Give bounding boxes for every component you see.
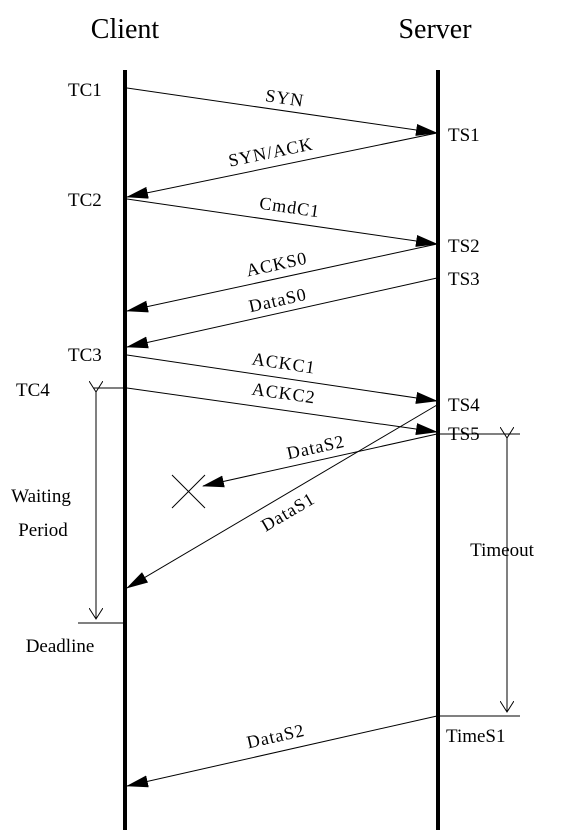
ackc1-label: ACKC1: [251, 348, 317, 377]
datas2-lost-arrow: [202, 433, 438, 488]
tc3-label: TC3: [68, 345, 102, 366]
datas0-label: DataS0: [247, 284, 309, 316]
acks0-arrow: [126, 243, 438, 313]
cmdc1-arrow: [126, 198, 438, 247]
tc2-label: TC2: [68, 190, 102, 211]
times1-label: TimeS1: [446, 726, 506, 747]
tc1-label: TC1: [68, 80, 102, 101]
ts1-label: TS1: [448, 125, 480, 146]
ts3-label: TS3: [448, 269, 480, 290]
ackc1-arrow: [126, 354, 438, 404]
datas0-arrow: [126, 277, 438, 349]
syn-arrow: [126, 87, 438, 136]
server-heading: Server: [398, 14, 472, 45]
synack-arrow: [126, 132, 438, 199]
deadline-label: Deadline: [26, 636, 95, 657]
datas2-lost-label: DataS2: [285, 431, 347, 463]
synack-label: SYN/ACK: [227, 134, 315, 171]
acks0-label: ACKS0: [244, 248, 309, 281]
client-heading: Client: [91, 14, 160, 45]
lost-packet-x-icon: [171, 474, 206, 509]
timeout-label: Timeout: [470, 540, 534, 561]
datas2-retx-arrow: [126, 715, 438, 788]
ts2-label: TS2: [448, 236, 480, 257]
ackc2-arrow: [126, 387, 438, 435]
datas1-label: DataS1: [257, 488, 318, 535]
period-label: Period: [18, 520, 68, 541]
ackc2-label: ACKC2: [251, 379, 317, 408]
datas1-arrow: [126, 404, 438, 589]
cmdc1-label: CmdC1: [258, 193, 321, 222]
syn-label: SYN: [264, 85, 305, 110]
tc4-label: TC4: [16, 380, 50, 401]
waiting-label: Waiting: [11, 486, 71, 507]
ts4-label: TS4: [448, 395, 480, 416]
